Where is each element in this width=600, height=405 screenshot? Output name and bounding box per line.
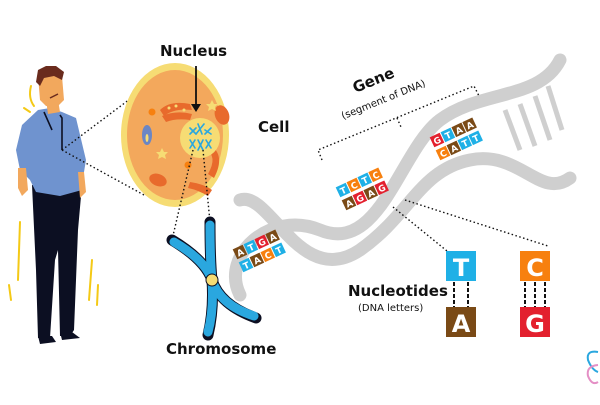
nucleotide-pairs: TA CG: [446, 251, 550, 338]
svg-text:A: A: [449, 143, 460, 155]
dna-base-tile: G: [254, 234, 270, 249]
dna-base-tile: G: [429, 132, 445, 148]
svg-text:C: C: [263, 250, 273, 262]
svg-text:G: G: [355, 193, 366, 205]
dna-base-tile: T: [271, 242, 286, 258]
svg-text:A: A: [454, 125, 465, 137]
head: [38, 76, 64, 106]
svg-text:C: C: [526, 254, 544, 282]
svg-text:G: G: [257, 237, 268, 249]
zoom-lines-nucleotides: [392, 199, 549, 252]
gene-bracket: [317, 85, 480, 161]
dna-base-tile: A: [265, 229, 280, 244]
dna-base-tile: T: [243, 239, 259, 255]
motion-lines: [8, 85, 99, 306]
dna-base-tile: G: [352, 190, 368, 205]
dna-base-tile: A: [341, 195, 357, 210]
logo-icon: [586, 350, 599, 385]
person-illustration: [8, 66, 99, 344]
chromosome: [166, 216, 262, 341]
dna-base-tile: T: [468, 130, 483, 146]
svg-text:T: T: [471, 133, 481, 145]
svg-text:T: T: [444, 131, 454, 143]
dna-base-tile: C: [435, 145, 451, 161]
hair: [36, 66, 64, 86]
svg-text:G: G: [432, 135, 443, 147]
nucleotide-tile: G: [520, 307, 550, 338]
nucleus-arrow: [191, 66, 201, 112]
nucleotide-pair: TA: [446, 251, 476, 338]
svg-text:T: T: [339, 186, 349, 198]
svg-text:A: A: [344, 198, 355, 210]
dna-base-tile: A: [232, 244, 248, 259]
svg-text:T: T: [361, 176, 371, 188]
dna-base-tile: T: [335, 182, 351, 198]
pants: [32, 185, 82, 338]
svg-text:T: T: [274, 245, 284, 257]
dna-base-tile: T: [357, 172, 373, 188]
dna-base-tile: C: [346, 177, 362, 193]
dna-helix: [229, 53, 577, 302]
dna-base-tile: A: [462, 117, 477, 132]
dna-base-tile: A: [446, 140, 462, 155]
dna-base-tile: T: [440, 127, 456, 143]
dna-base-tile: A: [249, 252, 265, 267]
nucleotide-pair: CG: [520, 251, 550, 338]
svg-text:T: T: [453, 254, 470, 282]
zoom-lines-nucleus-chromosome: [171, 149, 211, 241]
dna-base-tile: C: [260, 247, 276, 262]
svg-text:T: T: [247, 243, 257, 255]
dna-base-tile: T: [457, 135, 473, 151]
cell: [121, 63, 230, 207]
nucleotides-sublabel: (DNA letters): [358, 303, 424, 314]
nucleotide-tile: C: [520, 251, 550, 282]
cell-label: Cell: [258, 118, 290, 136]
nucleotides-label: Nucleotides: [348, 282, 448, 300]
svg-text:C: C: [350, 181, 360, 193]
dna-base-tile: A: [363, 185, 379, 200]
shirt: [16, 108, 86, 196]
dna-base-tile: A: [451, 122, 467, 137]
svg-text:T: T: [242, 261, 252, 273]
dna-base-tile: G: [374, 180, 389, 195]
nucleotide-tile: T: [446, 251, 476, 282]
svg-text:A: A: [366, 188, 377, 200]
svg-text:C: C: [371, 170, 381, 182]
dna-base-tile: C: [368, 167, 383, 182]
nucleotide-tile: A: [446, 307, 476, 338]
chromosome-label: Chromosome: [166, 340, 277, 358]
svg-text:T: T: [461, 139, 471, 151]
dna-base-tile: T: [238, 257, 254, 273]
svg-text:G: G: [525, 310, 545, 338]
svg-text:A: A: [465, 120, 476, 132]
nucleus: [180, 118, 220, 158]
svg-text:A: A: [252, 255, 263, 267]
svg-text:A: A: [268, 232, 279, 244]
svg-text:G: G: [377, 183, 388, 195]
svg-text:A: A: [452, 310, 471, 338]
svg-text:C: C: [439, 149, 449, 161]
svg-text:A: A: [235, 247, 246, 259]
nucleus-label: Nucleus: [160, 42, 228, 60]
